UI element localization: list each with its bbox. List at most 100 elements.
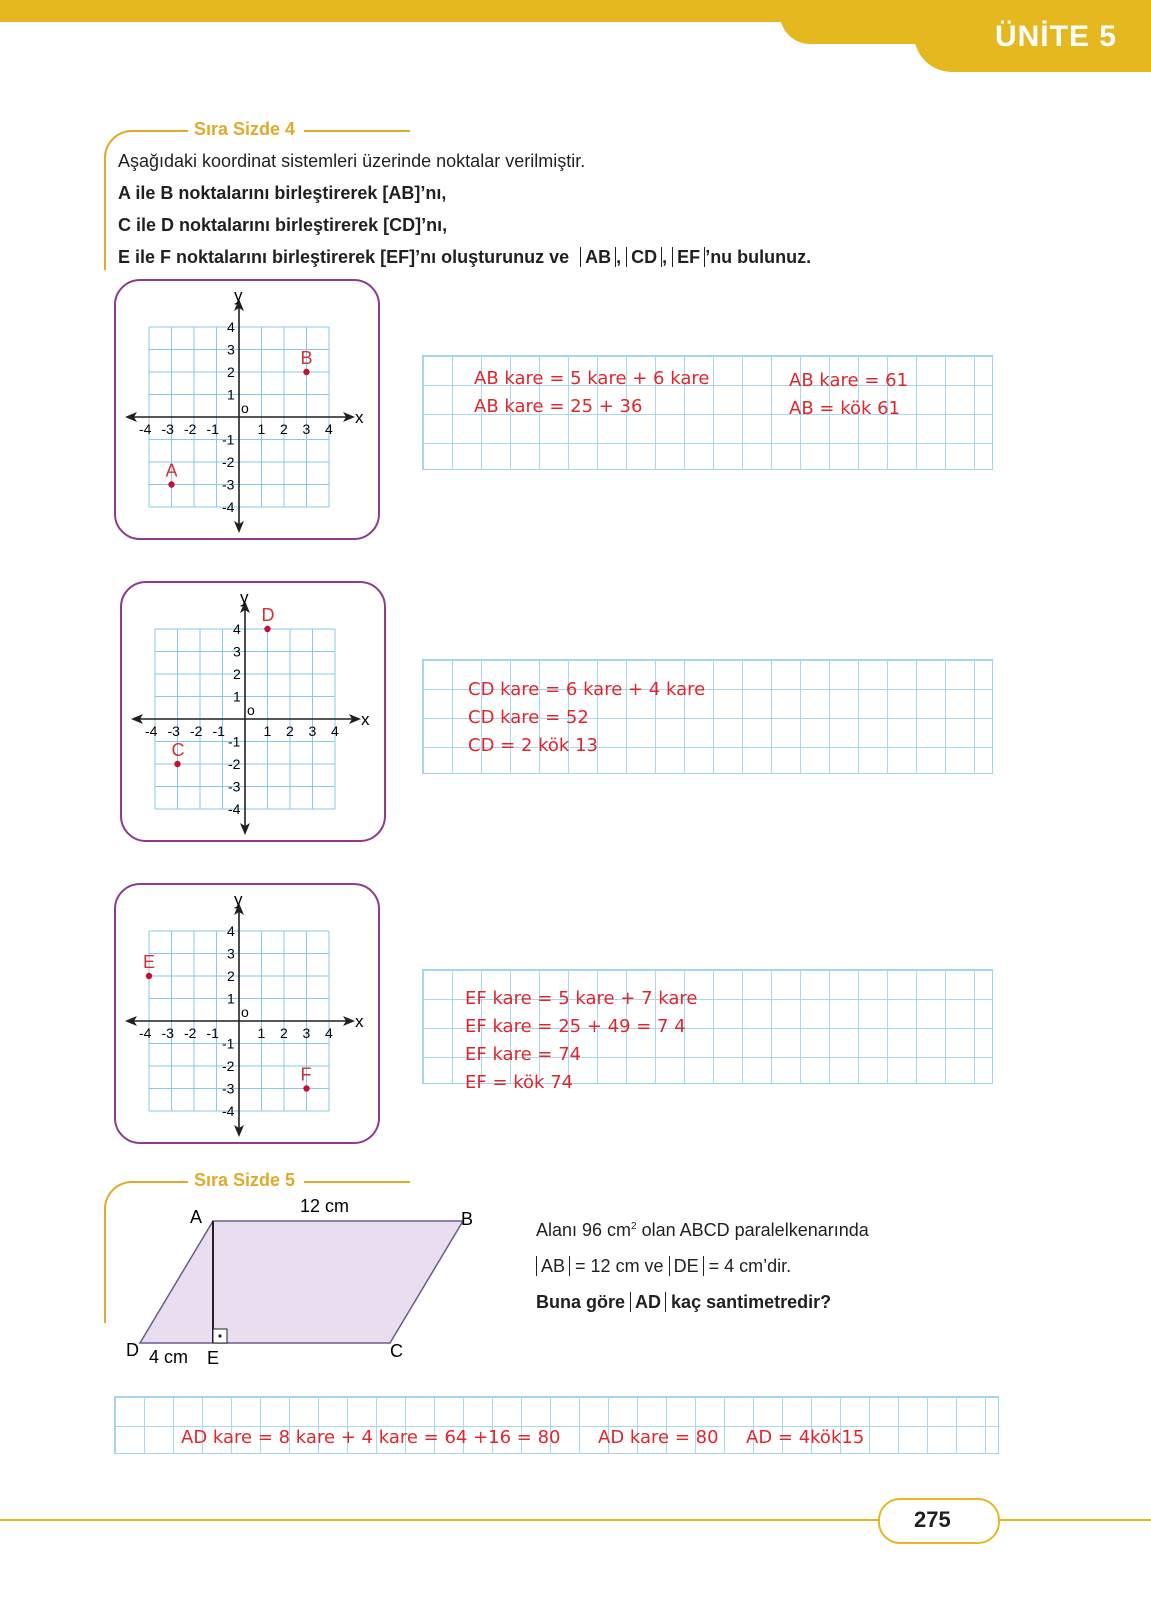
x-tick-label: 1 bbox=[258, 1025, 266, 1041]
intro-line-4: E ile F noktalarını birleştirerek [EF]’n… bbox=[118, 247, 812, 267]
x-arrow-right bbox=[343, 412, 355, 422]
answer-ef-line-2: EF kare = 25 + 49 = 7 4 bbox=[465, 1016, 686, 1037]
answer-ef-line-3: EF kare = 74 bbox=[465, 1044, 582, 1065]
footer-line-right bbox=[994, 1519, 1151, 1521]
point-f bbox=[303, 1085, 310, 1092]
intro-line-1: Aşağıdaki koordinat sistemleri üzerinde … bbox=[118, 151, 586, 171]
page-number-badge bbox=[878, 1498, 1000, 1544]
y-tick-label: -3 bbox=[228, 779, 241, 795]
top-length-label: 12 cm bbox=[300, 1196, 349, 1216]
section-line-5b bbox=[304, 1181, 410, 1183]
answer-box-ad bbox=[114, 1396, 999, 1454]
intro-line-2: A ile B noktalarını birleştirerek [AB]’n… bbox=[118, 183, 447, 203]
x-tick-label: -3 bbox=[162, 1025, 175, 1041]
vertex-d: D bbox=[126, 1340, 139, 1360]
answer-box-cd bbox=[422, 659, 993, 774]
y-axis-label: y bbox=[234, 890, 243, 909]
x-arrow-left bbox=[131, 714, 143, 724]
answer-ab-right-1: AB kare = 61 bbox=[789, 370, 909, 391]
x-tick-label: 1 bbox=[264, 723, 272, 739]
question-5-line-2: AB = 12 cm ve DE = 4 cm’dir. bbox=[536, 1248, 956, 1284]
section-bracket-5 bbox=[104, 1181, 166, 1323]
y-arrow-down bbox=[234, 521, 244, 533]
x-tick-label: -2 bbox=[184, 1025, 197, 1041]
origin-label: o bbox=[241, 400, 249, 416]
intro-line-4-end: ’nu bulunuz. bbox=[705, 247, 812, 267]
vertex-b: B bbox=[461, 1209, 473, 1229]
x-axis-label: x bbox=[361, 710, 370, 729]
y-arrow-up bbox=[234, 903, 244, 915]
answer-ad-part-2: AD kare = 80 bbox=[598, 1427, 719, 1448]
x-tick-label: 1 bbox=[258, 421, 266, 437]
point-label-b: B bbox=[301, 348, 313, 368]
y-tick-label: 3 bbox=[227, 342, 235, 358]
x-tick-label: -3 bbox=[168, 723, 181, 739]
bottom-length-label: 4 cm bbox=[149, 1347, 188, 1367]
x-tick-label: 3 bbox=[309, 723, 317, 739]
section-line-5a bbox=[150, 1181, 190, 1183]
unit-title: ÜNİTE 5 bbox=[994, 20, 1117, 53]
vertex-e: E bbox=[207, 1348, 219, 1368]
answer-ef-line-4: EF = kök 74 bbox=[465, 1072, 574, 1093]
answer-ab-line-1: AB kare = 5 kare + 6 kare bbox=[474, 368, 710, 389]
answer-ef-line-1: EF kare = 5 kare + 7 kare bbox=[465, 988, 698, 1009]
right-angle-dot bbox=[218, 1334, 222, 1338]
x-tick-label: -4 bbox=[139, 1025, 152, 1041]
section-heading-4: Sıra Sizde 4 bbox=[188, 119, 302, 140]
answer-box-ab bbox=[422, 355, 993, 470]
page-number: 275 bbox=[914, 1507, 951, 1532]
answer-ad-part-3: AD = 4kök15 bbox=[746, 1427, 865, 1448]
y-axis-label: y bbox=[234, 286, 243, 305]
y-tick-label: 1 bbox=[227, 991, 235, 1007]
x-tick-label: 4 bbox=[331, 723, 339, 739]
answer-box-ef bbox=[422, 969, 993, 1084]
section-line-4b bbox=[304, 130, 410, 132]
x-tick-label: -4 bbox=[139, 421, 152, 437]
y-tick-label: 2 bbox=[227, 364, 235, 380]
y-tick-label: 2 bbox=[227, 968, 235, 984]
question-5-line-1: Alanı 96 cm2 olan ABCD paralelkenarında bbox=[536, 1220, 869, 1240]
y-arrow-up bbox=[240, 601, 250, 613]
y-tick-label: -2 bbox=[222, 454, 235, 470]
answer-cd-line-3: CD = 2 kök 13 bbox=[468, 735, 598, 756]
x-tick-label: 3 bbox=[303, 1025, 311, 1041]
section-bracket-4 bbox=[104, 130, 186, 270]
x-tick-label: -1 bbox=[213, 723, 226, 739]
x-arrow-right bbox=[343, 1016, 355, 1026]
y-tick-label: -3 bbox=[222, 1081, 235, 1097]
question-5-line-3: Buna göre AD kaç santimetredir? bbox=[536, 1292, 832, 1312]
y-tick-label: -2 bbox=[228, 756, 241, 772]
x-arrow-left bbox=[125, 412, 137, 422]
x-tick-label: -1 bbox=[207, 1025, 220, 1041]
unit-tab bbox=[914, 0, 1151, 72]
y-tick-label: 4 bbox=[233, 621, 241, 637]
point-d bbox=[264, 625, 271, 633]
intro-line-3: C ile D noktalarını birleştirerek [CD]’n… bbox=[118, 215, 448, 235]
y-tick-label: -1 bbox=[222, 1036, 235, 1052]
y-tick-label: 3 bbox=[233, 644, 241, 660]
y-tick-label: 4 bbox=[227, 923, 235, 939]
parallelogram-figure: A B C D E 12 cm 4 cm bbox=[126, 1196, 473, 1368]
x-arrow-left bbox=[125, 1016, 137, 1026]
y-tick-label: -1 bbox=[228, 734, 241, 750]
origin-label: o bbox=[241, 1004, 249, 1020]
x-axis-label: x bbox=[355, 408, 364, 427]
x-tick-label: 2 bbox=[286, 723, 294, 739]
answer-cd-line-1: CD kare = 6 kare + 4 kare bbox=[468, 679, 706, 700]
vertex-a: A bbox=[190, 1207, 202, 1227]
x-tick-label: 4 bbox=[325, 1025, 333, 1041]
y-tick-label: -3 bbox=[222, 477, 235, 493]
y-axis-label: y bbox=[240, 588, 249, 607]
y-tick-label: 2 bbox=[233, 666, 241, 682]
answer-ab-line-2: AB kare = 25 + 36 bbox=[474, 396, 643, 417]
x-axis-label: x bbox=[355, 1012, 364, 1031]
intro-text: Aşağıdaki koordinat sistemleri üzerinde … bbox=[118, 145, 1018, 273]
x-tick-label: -3 bbox=[162, 421, 175, 437]
question-5: Alanı 96 cm2 olan ABCD paralelkenarında … bbox=[536, 1209, 956, 1320]
x-tick-label: 2 bbox=[280, 1025, 288, 1041]
